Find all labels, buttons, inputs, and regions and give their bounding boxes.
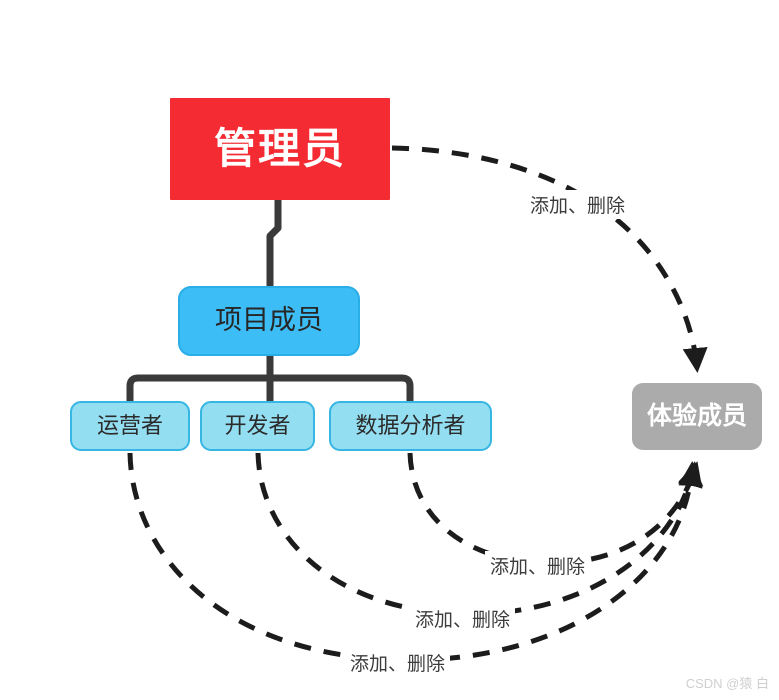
dashed-edge-operator-to-experience [127, 452, 704, 663]
node-project-member[interactable]: 项目成员 [178, 286, 360, 356]
node-developer[interactable]: 开发者 [200, 401, 315, 451]
node-admin-label: 管理员 [213, 124, 346, 172]
dashed-edge-admin-to-experience [391, 145, 708, 373]
node-data-analyst-label: 数据分析者 [355, 412, 466, 438]
node-experience-member[interactable]: 体验成员 [632, 383, 762, 450]
edge-label-developer-to-experience: 添加、删除 [410, 604, 516, 633]
node-operator-label: 运营者 [96, 412, 163, 438]
node-data-analyst[interactable]: 数据分析者 [329, 401, 492, 451]
connector-bus-right [270, 374, 414, 402]
node-developer-label: 开发者 [224, 412, 291, 438]
edge-label-operator-to-experience: 添加、删除 [345, 648, 451, 677]
node-operator[interactable]: 运营者 [70, 401, 190, 451]
dashed-edge-analyst-to-experience [407, 452, 703, 566]
watermark: CSDN @猿 白 [685, 676, 769, 691]
dashed-edge-developer-to-experience [255, 452, 703, 617]
node-admin[interactable]: 管理员 [170, 98, 390, 200]
connector-admin-to-project [266, 200, 282, 286]
connector-bus-left [126, 374, 270, 402]
node-project-member-label: 项目成员 [215, 305, 323, 336]
edge-label-admin-to-experience: 添加、删除 [525, 190, 631, 219]
node-experience-member-label: 体验成员 [646, 401, 747, 430]
edge-label-analyst-to-experience: 添加、删除 [485, 551, 591, 580]
